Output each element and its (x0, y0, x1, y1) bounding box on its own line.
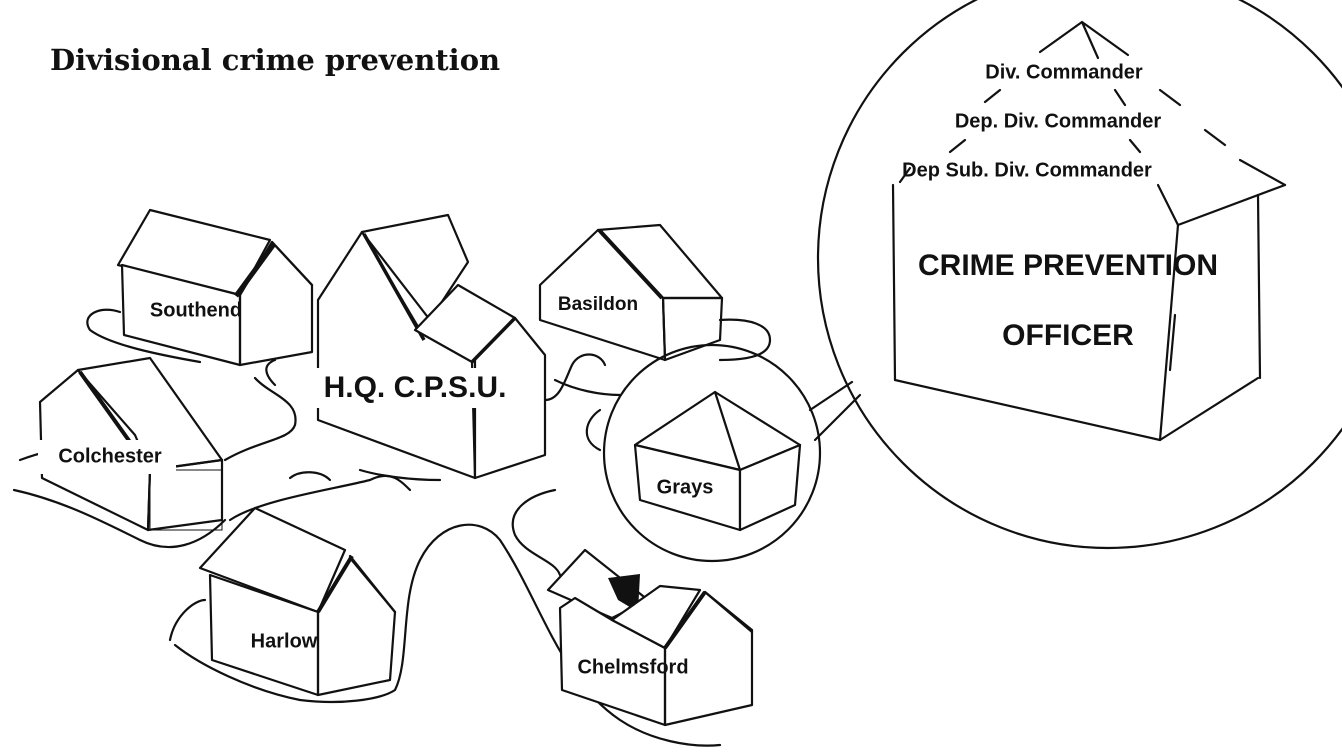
southend-house: Southend (116, 208, 314, 367)
hq-building: H.Q. C.P.S.U. (313, 213, 547, 480)
harlow-label: Harlow (251, 630, 318, 652)
ground-paths (12, 308, 772, 747)
officer-line2-label: OFFICER (1002, 319, 1134, 352)
dep-sub-div-commander-label: Dep Sub. Div. Commander (902, 159, 1152, 181)
zoom-connector (808, 380, 862, 442)
chelmsford-label: Chelmsford (577, 656, 688, 678)
zoom-officer-house: Div. Commander Dep. Div. Commander Dep S… (816, 0, 1342, 550)
grays-label: Grays (657, 476, 714, 498)
southend-label: Southend (150, 299, 242, 321)
diagram-title: Divisional crime prevention (50, 43, 500, 77)
chelmsford-house: Chelmsford (546, 548, 754, 727)
hq-label: H.Q. C.P.S.U. (324, 371, 507, 404)
officer-line1-label: CRIME PREVENTION (918, 249, 1218, 282)
colchester-house: Colchester (38, 356, 224, 532)
div-commander-label: Div. Commander (985, 61, 1143, 83)
colchester-label: Colchester (58, 445, 162, 467)
basildon-house: Basildon (538, 223, 724, 362)
harlow-house: Harlow (198, 506, 397, 697)
dep-div-commander-label: Dep. Div. Commander (955, 110, 1162, 132)
grays-house: Grays (602, 343, 822, 563)
basildon-label: Basildon (558, 294, 638, 315)
